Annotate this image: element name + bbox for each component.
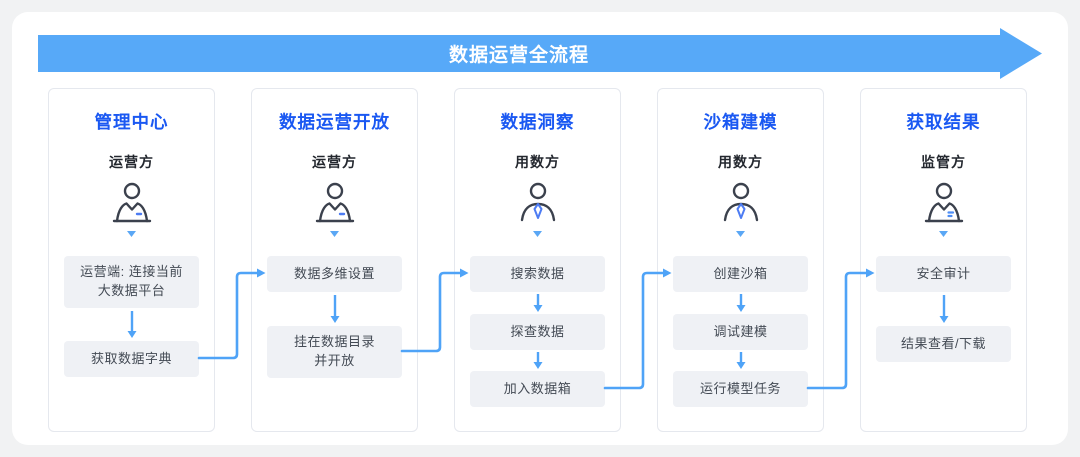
banner-arrow-shape xyxy=(38,28,1042,79)
stage-role: 运营方 xyxy=(109,154,154,170)
step-box: 调试建模 xyxy=(673,314,808,350)
step-list: 安全审计 结果查看/下载 xyxy=(861,256,1026,362)
arrow-down-icon xyxy=(533,352,542,369)
step-box: 搜索数据 xyxy=(470,256,605,292)
step-list: 搜索数据 探查数据 加入数据箱 xyxy=(455,256,620,407)
step-box: 获取数据字典 xyxy=(64,341,199,377)
operator-avatar-icon xyxy=(49,181,214,227)
step-box: 探查数据 xyxy=(470,314,605,350)
stage-card-data-operation-open: 数据运营开放 运营方 数据多维设置 挂在数据目录 并开放 xyxy=(251,88,418,432)
data-user-avatar-icon xyxy=(658,181,823,227)
stage-title: 数据运营开放 xyxy=(279,112,390,132)
arrow-down-icon xyxy=(736,294,745,312)
data-user-avatar-icon xyxy=(455,181,620,227)
stage-role: 用数方 xyxy=(718,154,763,170)
process-banner: 数据运营全流程 xyxy=(38,26,1044,82)
step-list: 数据多维设置 挂在数据目录 并开放 xyxy=(252,256,417,378)
step-box: 加入数据箱 xyxy=(470,371,605,407)
banner-title: 数据运营全流程 xyxy=(448,45,589,66)
stage-title: 获取结果 xyxy=(906,112,981,132)
step-list: 创建沙箱 调试建模 运行模型任务 xyxy=(658,256,823,407)
step-box: 结果查看/下载 xyxy=(876,326,1011,362)
stage-card-data-insight: 数据洞察 用数方 搜索数据 探查数据 加入数据箱 xyxy=(454,88,621,432)
stage-role: 用数方 xyxy=(515,154,560,170)
stage-card-get-results: 获取结果 监管方 安全审计 结果查看/下载 xyxy=(860,88,1027,432)
operator-avatar-icon xyxy=(252,181,417,227)
stage-role: 运营方 xyxy=(312,154,357,170)
stage-title: 数据洞察 xyxy=(500,112,575,132)
stage-role: 监管方 xyxy=(921,154,966,170)
arrow-down-icon xyxy=(127,311,136,338)
stage-card-sandbox-modeling: 沙箱建模 用数方 创建沙箱 调试建模 运行模型任务 xyxy=(657,88,824,432)
regulator-avatar-icon xyxy=(861,181,1026,227)
stage-card-management-center: 管理中心 运营方 运营端: 连接当前 大数据平台 获取数据字典 xyxy=(48,88,215,432)
arrow-down-icon xyxy=(330,295,339,323)
step-box: 创建沙箱 xyxy=(673,256,808,292)
chevron-down-icon xyxy=(455,231,620,237)
stage-title: 沙箱建模 xyxy=(703,112,778,132)
step-box: 安全审计 xyxy=(876,256,1011,292)
stage-title: 管理中心 xyxy=(94,112,169,132)
chevron-down-icon xyxy=(658,231,823,237)
step-box: 运行模型任务 xyxy=(673,371,808,407)
step-list: 运营端: 连接当前 大数据平台 获取数据字典 xyxy=(49,256,214,377)
chevron-down-icon xyxy=(861,231,1026,237)
arrow-down-icon xyxy=(939,295,948,323)
chevron-down-icon xyxy=(252,231,417,237)
step-box: 运营端: 连接当前 大数据平台 xyxy=(64,256,199,308)
arrow-down-icon xyxy=(533,294,542,312)
chevron-down-icon xyxy=(49,231,214,237)
arrow-down-icon xyxy=(736,352,745,369)
step-box: 挂在数据目录 并开放 xyxy=(267,326,402,378)
step-box: 数据多维设置 xyxy=(267,256,402,292)
